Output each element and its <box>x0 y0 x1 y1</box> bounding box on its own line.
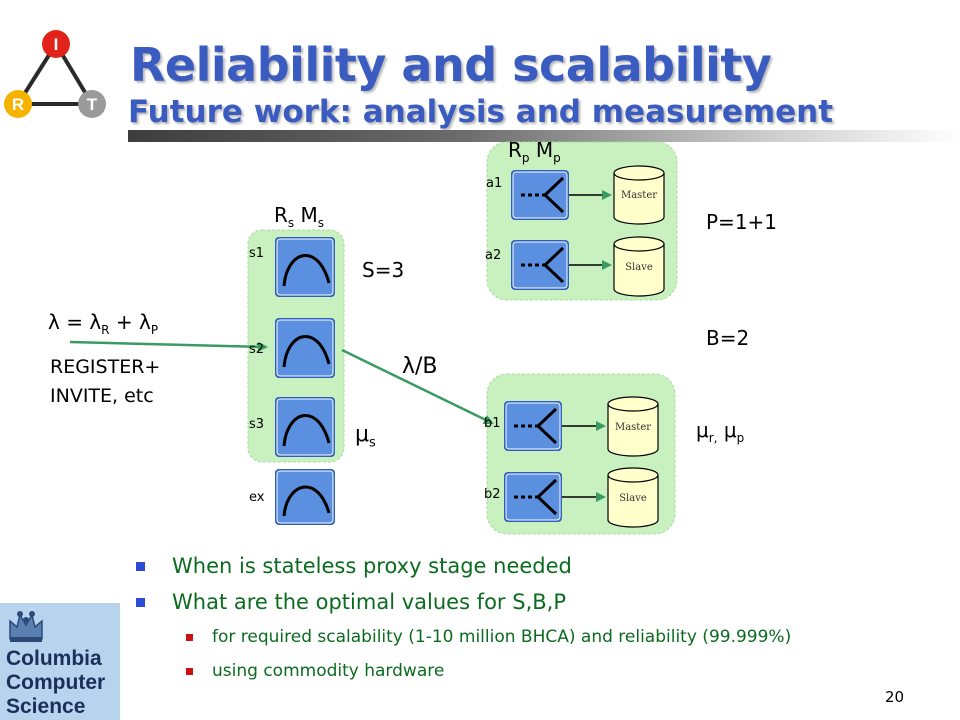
columbia-logo-line2: Computer <box>6 671 106 694</box>
page-number: 20 <box>885 688 905 706</box>
title-underline <box>128 130 960 142</box>
rp-mp-label: Rp Mp <box>508 138 561 165</box>
irt-triangle <box>14 40 96 106</box>
sub-bullet-item: for required scalability (1-10 million B… <box>130 620 791 654</box>
stateful-server-b2 <box>504 472 562 522</box>
irt-letter-r: R <box>12 95 24 114</box>
stateless-server-s1 <box>275 237 335 297</box>
columbia-logo-line1: Columbia <box>6 647 102 670</box>
db-a-slave-label: Slave <box>625 262 653 273</box>
server-label-b1: b1 <box>484 416 501 431</box>
slide-title: Reliability and scalability <box>130 38 772 92</box>
rs-ms-label: Rs Ms <box>274 203 325 230</box>
stateless-server-ex <box>275 469 335 525</box>
server-label-ex: ex <box>249 490 265 505</box>
stateless-server-s2 <box>275 318 335 378</box>
stateless-server-s3 <box>275 397 335 457</box>
mu-rp-label: μr, μp <box>696 418 745 445</box>
stateful-server-a1 <box>511 170 569 220</box>
db-a-master-label: Master <box>621 190 657 201</box>
stateful-server-b1 <box>504 401 562 451</box>
bullet-item: What are the optimal values for S,B,P <box>130 584 791 620</box>
lambda-formula: λ = λR + λP <box>48 310 159 337</box>
irt-circle-r <box>4 90 32 118</box>
slide-subtitle: Future work: analysis and measurement <box>128 94 834 130</box>
forward-request-arrow <box>341 348 494 425</box>
irt-circle-t <box>78 90 106 118</box>
database-a-slave <box>613 236 665 297</box>
server-label-a1: a1 <box>486 176 503 191</box>
bullet-item: When is stateless proxy stage needed <box>130 548 791 584</box>
irt-letter-i: I <box>54 35 59 54</box>
columbia-logo-line3: Science <box>6 695 86 718</box>
b-equals-label: B=2 <box>706 326 750 350</box>
database-b-slave <box>607 467 659 528</box>
irt-logo: I R T <box>4 30 106 118</box>
server-label-b2: b2 <box>484 487 501 502</box>
s-equals-label: S=3 <box>362 258 405 282</box>
database-a-master <box>613 165 665 225</box>
stateful-server-a2 <box>511 240 569 290</box>
database-b-master <box>607 396 659 457</box>
lambda-over-b-label: λ/B <box>402 354 438 379</box>
incoming-request-arrow <box>69 340 268 352</box>
server-label-s1: s1 <box>249 246 265 261</box>
irt-letter-t: T <box>87 95 98 114</box>
sub-bullet-item: using commodity hardware <box>130 654 791 688</box>
server-label-a2: a2 <box>485 248 502 263</box>
db-b-master-label: Master <box>615 422 651 433</box>
crown-icon <box>9 611 43 642</box>
irt-circle-i <box>42 30 70 58</box>
bullet-list: When is stateless proxy stage needed Wha… <box>130 548 791 688</box>
register-label-line1: REGISTER+ <box>50 356 161 378</box>
db-b-slave-label: Slave <box>619 493 647 504</box>
p-equals-label: P=1+1 <box>706 210 778 234</box>
mu-s-label: μs <box>355 422 376 451</box>
server-label-s2: s2 <box>249 342 265 357</box>
server-label-s3: s3 <box>249 417 265 432</box>
columbia-logo: Columbia Computer Science <box>0 603 120 720</box>
register-label-line2: INVITE, etc <box>50 385 154 407</box>
